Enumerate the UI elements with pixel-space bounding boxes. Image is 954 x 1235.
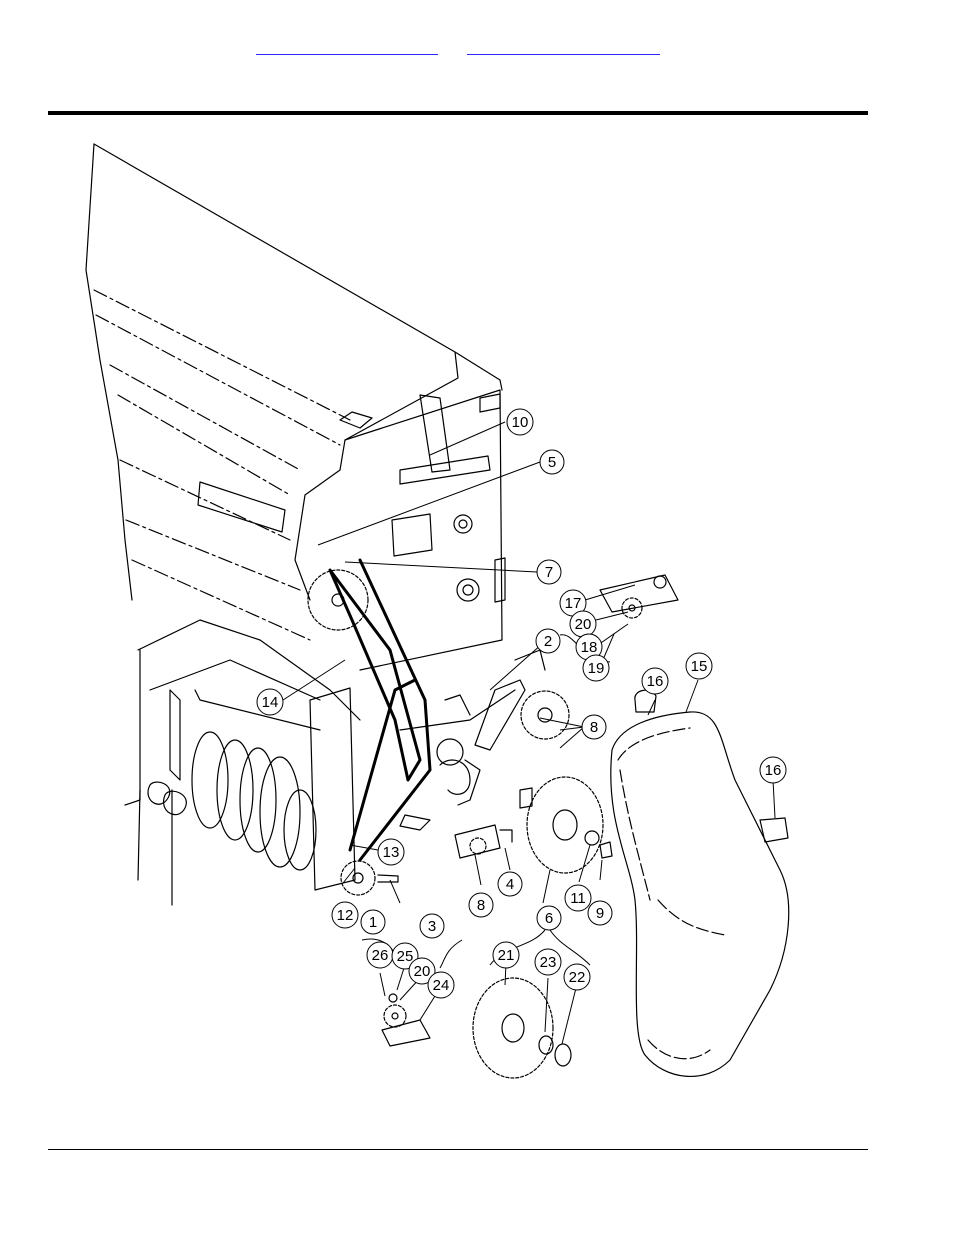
callout-4: 4	[498, 872, 522, 896]
idler-bracket-24	[382, 994, 430, 1046]
svg-text:13: 13	[383, 844, 400, 861]
svg-text:5: 5	[548, 454, 556, 471]
svg-text:24: 24	[433, 977, 450, 994]
callout-labels: 10 5 7 17 20 18 19 2 16 15 14 8 16 13 12…	[257, 409, 786, 998]
bracket-3	[455, 825, 512, 858]
callout-16: 16	[642, 668, 668, 694]
svg-text:1: 1	[369, 914, 377, 931]
svg-text:11: 11	[570, 890, 586, 907]
idler-bracket-17	[600, 575, 678, 618]
svg-text:25: 25	[397, 948, 414, 965]
footer-rule	[48, 1149, 868, 1150]
callout-15: 15	[686, 653, 712, 679]
callout-14: 14	[257, 689, 283, 715]
callout-8: 8	[469, 893, 493, 917]
callout-9: 9	[588, 901, 612, 925]
svg-text:21: 21	[498, 947, 515, 964]
svg-text:4: 4	[506, 876, 514, 893]
svg-text:18: 18	[581, 639, 598, 656]
frame	[125, 620, 360, 905]
svg-text:14: 14	[262, 694, 279, 711]
svg-text:26: 26	[372, 947, 389, 964]
callout-24: 24	[428, 972, 454, 998]
callout-26: 26	[367, 942, 393, 968]
svg-text:20: 20	[575, 616, 592, 633]
svg-text:8: 8	[590, 719, 598, 736]
svg-text:6: 6	[545, 910, 553, 927]
svg-text:16: 16	[765, 762, 782, 779]
tank-15	[611, 690, 789, 1076]
svg-text:8: 8	[477, 897, 485, 914]
svg-text:20: 20	[414, 963, 431, 980]
hopper-body	[86, 144, 505, 670]
idler-assembly	[400, 650, 569, 830]
svg-text:10: 10	[512, 414, 529, 431]
svg-text:9: 9	[596, 905, 604, 922]
callout-16: 16	[760, 757, 786, 783]
svg-text:16: 16	[647, 673, 664, 690]
sprocket-21	[473, 978, 571, 1078]
sprocket-6	[520, 777, 612, 873]
callout-12: 12	[332, 902, 358, 928]
svg-text:19: 19	[588, 660, 605, 677]
svg-text:15: 15	[691, 658, 708, 675]
svg-text:7: 7	[545, 564, 553, 581]
callout-6: 6	[537, 906, 561, 930]
drive-belt	[330, 560, 430, 860]
callout-21: 21	[493, 942, 519, 968]
callout-20: 20	[570, 611, 596, 637]
callout-11: 11	[565, 885, 591, 911]
callout-19: 19	[583, 655, 609, 681]
svg-text:22: 22	[569, 969, 586, 986]
callout-5: 5	[540, 450, 564, 474]
callout-13: 13	[378, 839, 404, 865]
callout-8: 8	[582, 715, 606, 739]
svg-text:23: 23	[540, 954, 557, 971]
svg-text:17: 17	[565, 595, 582, 612]
callout-3: 3	[420, 914, 444, 938]
seed-discs	[192, 732, 316, 870]
callout-2: 2	[536, 629, 560, 653]
svg-text:3: 3	[428, 918, 436, 935]
sprocket-12	[341, 861, 398, 895]
svg-text:2: 2	[544, 633, 552, 650]
svg-text:12: 12	[337, 907, 354, 924]
callout-1: 1	[361, 910, 385, 934]
callout-22: 22	[564, 964, 590, 990]
callout-10: 10	[507, 409, 533, 435]
callout-7: 7	[537, 560, 561, 584]
callout-23: 23	[535, 949, 561, 975]
